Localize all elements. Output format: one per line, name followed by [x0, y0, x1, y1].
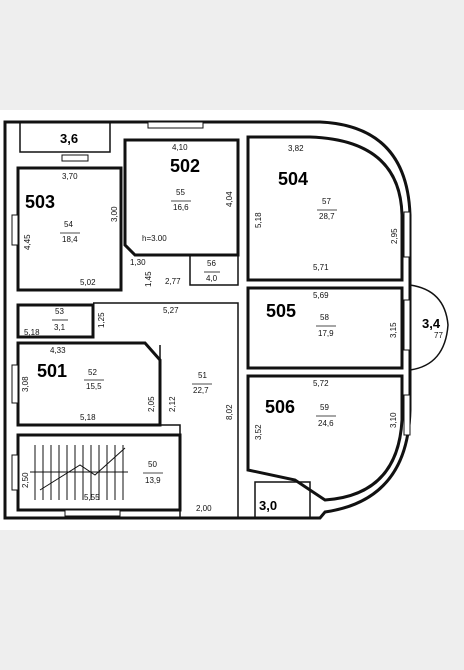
dim-8-02: 8,02 — [225, 404, 234, 420]
height-note: h=3.00 — [142, 234, 167, 243]
dim-4-33: 4,33 — [50, 346, 66, 355]
room-area-504: 28,7 — [319, 212, 335, 221]
window — [403, 211, 411, 258]
room-num-503: 54 — [64, 220, 73, 229]
stairs — [30, 445, 128, 500]
dim-5-69: 5,69 — [313, 291, 329, 300]
room-id-506: 506 — [265, 397, 295, 417]
room-num-506: 59 — [320, 403, 329, 412]
area-underlines — [52, 200, 337, 474]
dim-1-25: 1,25 — [97, 312, 106, 328]
room-area-505: 17,9 — [318, 329, 334, 338]
dim-5-71: 5,71 — [313, 263, 329, 272]
room-506-outline — [246, 374, 404, 502]
room-area-53: 3,1 — [54, 323, 66, 332]
dim-5-72: 5,72 — [313, 379, 329, 388]
dim-2-05: 2,05 — [147, 396, 156, 412]
room-area-501: 15,5 — [86, 382, 102, 391]
dim-2-77: 2,77 — [165, 277, 181, 286]
balcony-area-right-small: 77 — [434, 331, 443, 340]
plan-sheet — [0, 110, 464, 530]
room-502-outline — [123, 138, 240, 257]
room-id-501: 501 — [37, 361, 67, 381]
room-id-504: 504 — [278, 169, 308, 189]
window — [11, 214, 19, 246]
balcony-top-left — [19, 122, 111, 153]
dim-5-55: 5,55 — [84, 493, 100, 502]
room-area-506: 24,6 — [318, 419, 334, 428]
room-area-503: 18,4 — [62, 235, 78, 244]
window — [11, 364, 19, 404]
balcony-right — [409, 284, 449, 371]
room-504-outline — [246, 135, 404, 282]
room-area-51: 22,7 — [193, 386, 209, 395]
dim-5-18-c: 5,18 — [80, 413, 96, 422]
balcony-area-right: 3,4 — [422, 316, 441, 331]
window — [403, 394, 411, 436]
dim-3-52: 3,52 — [254, 424, 263, 440]
dim-3-15: 3,15 — [389, 322, 398, 338]
room-num-56: 56 — [207, 259, 216, 268]
dim-3-08: 3,08 — [21, 376, 30, 392]
dim-5-18-a: 5,18 — [254, 212, 263, 228]
dim-3-70: 3,70 — [62, 172, 78, 181]
room-num-53: 53 — [55, 307, 64, 316]
dim-2-95: 2,95 — [390, 228, 399, 244]
dim-4-10: 4,10 — [172, 143, 188, 152]
dim-5-27: 5,27 — [163, 306, 179, 315]
room-id-503: 503 — [25, 192, 55, 212]
room-num-501: 52 — [88, 368, 97, 377]
dim-2-00: 2,00 — [196, 504, 212, 513]
dim-4-04: 4,04 — [225, 191, 234, 207]
dim-2-50: 2,50 — [21, 472, 30, 488]
window — [147, 121, 204, 129]
room-num-51: 51 — [198, 371, 207, 380]
dim-5-18-b: 5,18 — [24, 328, 40, 337]
dim-3-10: 3,10 — [389, 412, 398, 428]
balcony-area-bottom: 3,0 — [259, 498, 277, 513]
balcony-area-top-left: 3,6 — [60, 131, 78, 146]
dim-4-45: 4,45 — [23, 234, 32, 250]
dim-1-30: 1,30 — [130, 258, 146, 267]
window — [11, 454, 19, 491]
window — [403, 299, 411, 351]
room-id-505: 505 — [266, 301, 296, 321]
dim-3-82: 3,82 — [288, 144, 304, 153]
room-id-502: 502 — [170, 156, 200, 176]
room-501-outline — [16, 341, 162, 427]
balcony-bottom — [254, 481, 311, 519]
room-area-50: 13,9 — [145, 476, 161, 485]
room-area-56: 4,0 — [206, 274, 218, 283]
room-56-outline — [189, 254, 239, 286]
window — [64, 509, 121, 517]
room-53-outline — [16, 303, 95, 339]
dim-5-02: 5,02 — [80, 278, 96, 287]
room-505-outline — [246, 286, 404, 370]
room-num-50: 50 — [148, 460, 157, 469]
room-area-502: 16,6 — [173, 203, 189, 212]
dim-2-12: 2,12 — [168, 396, 177, 412]
room-num-505: 58 — [320, 313, 329, 322]
window — [61, 154, 89, 162]
room-num-502: 55 — [176, 188, 185, 197]
dim-3-00: 3,00 — [110, 206, 119, 222]
dim-1-45: 1,45 — [144, 271, 153, 287]
room-num-504: 57 — [322, 197, 331, 206]
